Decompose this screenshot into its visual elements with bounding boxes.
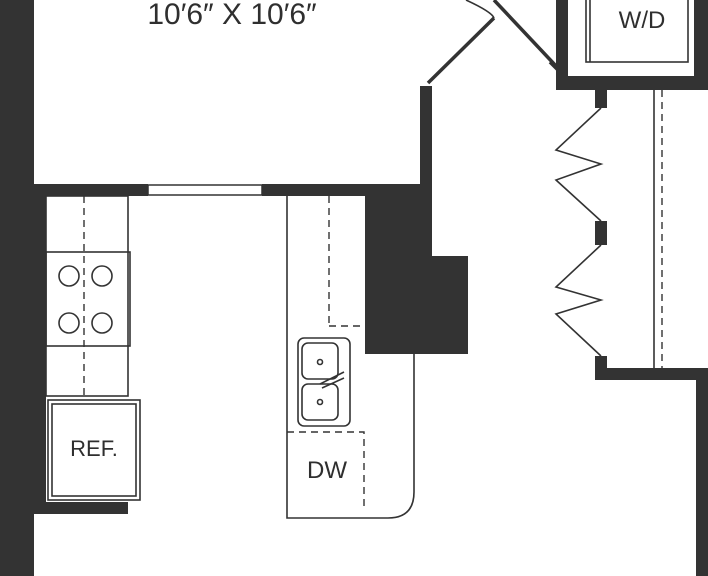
closet-south-wall bbox=[595, 368, 708, 380]
dishwasher-label: DW bbox=[307, 457, 347, 484]
west-exterior-wall bbox=[0, 0, 34, 576]
washer-dryer-label: W/D bbox=[619, 7, 666, 34]
refrigerator bbox=[47, 399, 141, 501]
peninsula-counter bbox=[286, 196, 415, 519]
closet-header-wall bbox=[556, 76, 708, 90]
refrigerator-inner bbox=[51, 403, 137, 497]
refrigerator-label: REF. bbox=[70, 436, 118, 461]
laundry-wall-right bbox=[694, 0, 708, 90]
window bbox=[147, 184, 263, 196]
bedroom-door-swing bbox=[465, 0, 495, 19]
faucet-icon bbox=[319, 371, 345, 389]
corridor-angle-wall bbox=[492, 0, 558, 68]
kitchen-south-wall-stub bbox=[34, 502, 128, 514]
laundry-wall-left bbox=[556, 0, 568, 90]
corridor-angle-wall-end bbox=[548, 60, 564, 76]
burner-icon bbox=[91, 312, 113, 334]
kitchen-west-wall bbox=[34, 196, 46, 514]
drain-icon bbox=[316, 398, 324, 406]
drain-icon bbox=[316, 358, 324, 366]
chimney-ledge bbox=[432, 256, 468, 354]
burner-icon bbox=[58, 265, 80, 287]
bedroom-door-leaf bbox=[426, 16, 496, 85]
east-wall bbox=[696, 380, 708, 576]
bifold-door-lower bbox=[554, 244, 604, 357]
cooktop bbox=[45, 251, 131, 347]
bedroom-south-wall-left bbox=[34, 184, 148, 196]
burner-icon bbox=[58, 312, 80, 334]
sink-basin-upper bbox=[301, 342, 339, 380]
double-sink bbox=[297, 337, 351, 427]
west-counter bbox=[45, 195, 129, 397]
bifold-door-upper bbox=[554, 107, 604, 222]
sink-basin-lower bbox=[301, 383, 339, 421]
closet-pier-top bbox=[595, 90, 607, 108]
chimney-column bbox=[365, 196, 432, 354]
closet-pier-middle bbox=[595, 221, 607, 245]
washer-dryer-unit bbox=[585, 0, 689, 63]
bedroom-south-wall-right bbox=[262, 184, 420, 196]
dishwasher bbox=[287, 431, 365, 508]
burner-icon bbox=[91, 265, 113, 287]
room-dimension-label: 10′6″ X 10′6″ bbox=[147, 0, 317, 31]
